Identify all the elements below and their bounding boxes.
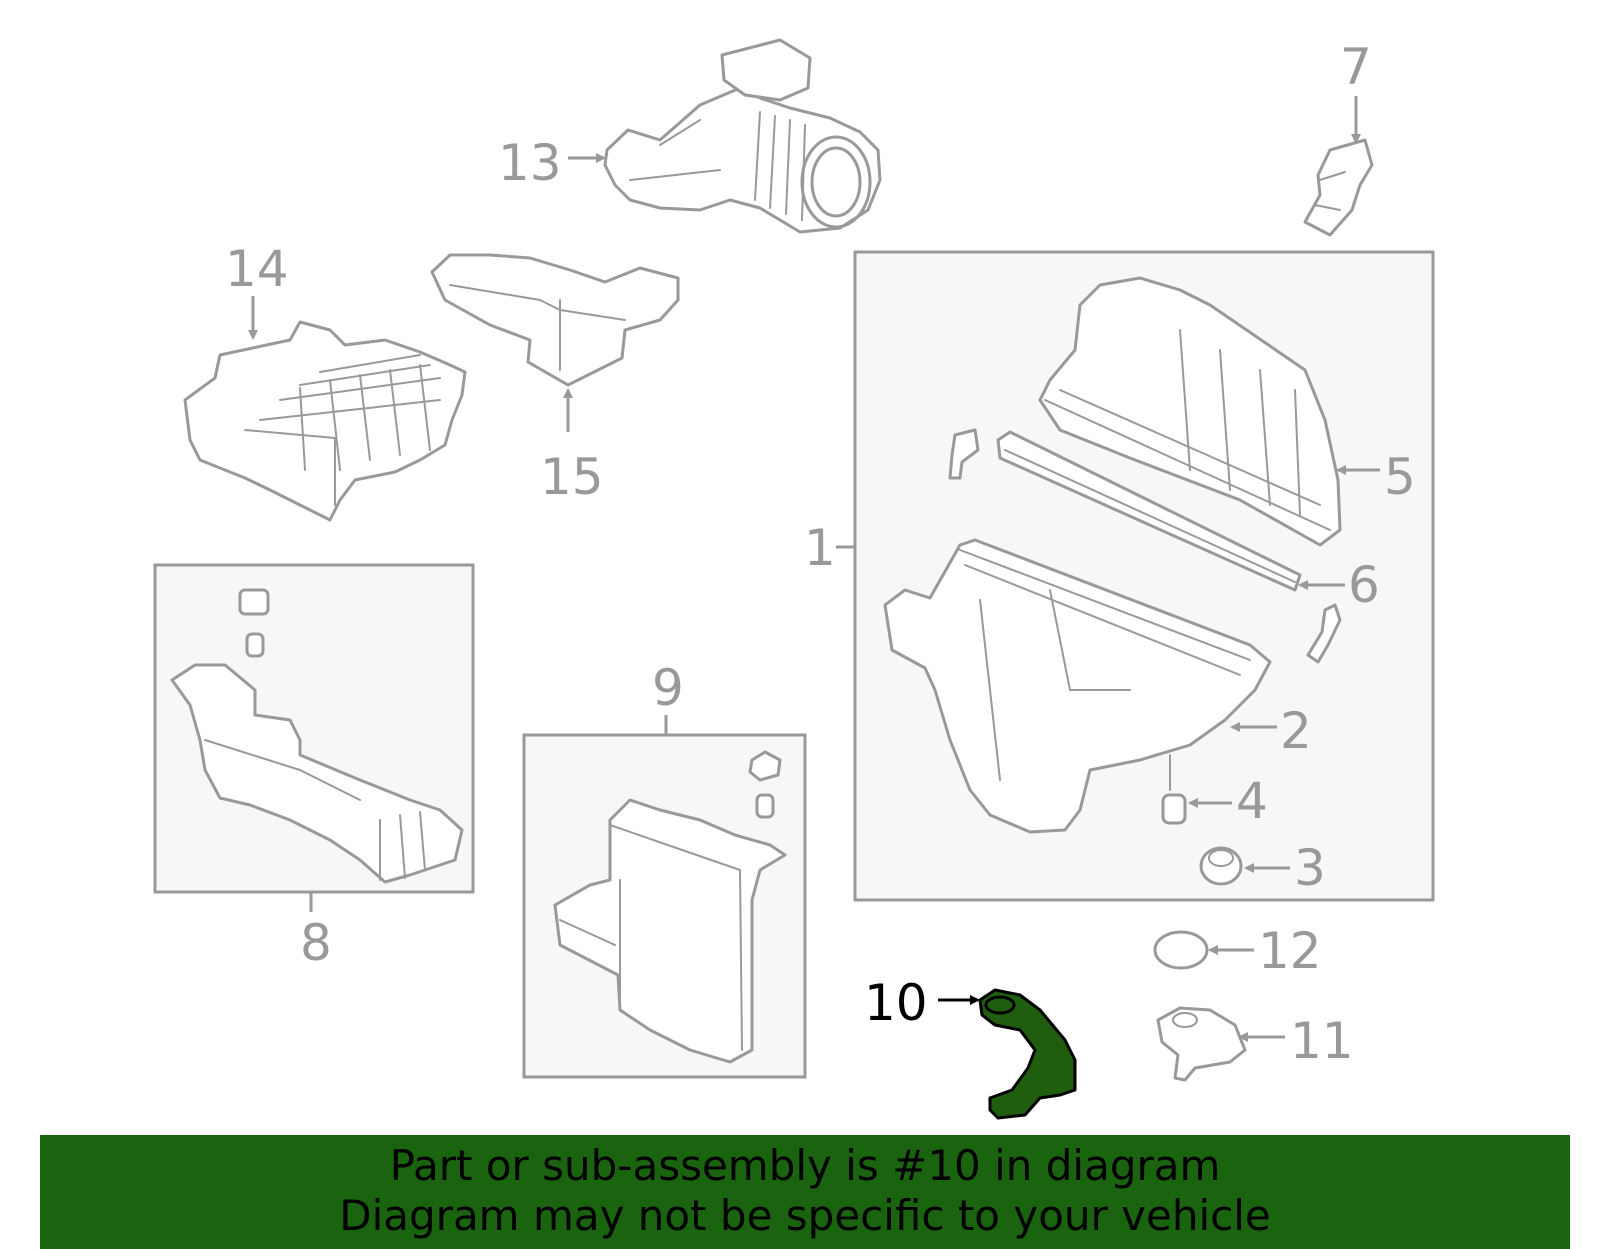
part-3-cushion — [1199, 846, 1243, 886]
callout-14: 14 — [225, 240, 289, 298]
part-2-air-cleaner-case — [883, 538, 1272, 834]
callout-1: 1 — [804, 519, 836, 577]
callout-5: 5 — [1384, 448, 1416, 506]
clip-right — [1306, 603, 1342, 664]
callout-13: 13 — [498, 134, 562, 192]
part-14-air-duct — [183, 320, 467, 522]
part-9-resonator-assembly — [553, 750, 787, 1064]
banner-line-2: Diagram may not be specific to your vehi… — [339, 1191, 1271, 1240]
part-7-sensor — [1303, 138, 1374, 237]
callout-7: 7 — [1340, 38, 1372, 96]
part-8-duct-assembly — [170, 588, 464, 884]
callout-9: 9 — [652, 659, 684, 717]
callout-3: 3 — [1294, 839, 1326, 897]
part-5-filter-cover — [1038, 276, 1342, 547]
clip-left — [948, 428, 980, 480]
part-6-filter-element — [996, 430, 1302, 592]
callout-6: 6 — [1348, 556, 1380, 614]
banner-line-1: Part or sub-assembly is #10 in diagram — [389, 1141, 1221, 1190]
callout-4: 4 — [1236, 772, 1268, 830]
info-banner: Part or sub-assembly is #10 in diagram D… — [40, 1135, 1570, 1249]
callout-2: 2 — [1280, 702, 1312, 760]
part-11-bracket — [1156, 1006, 1247, 1082]
part-4-grommet — [1161, 793, 1187, 825]
callout-15: 15 — [540, 448, 604, 506]
callout-12: 12 — [1258, 922, 1322, 980]
part-12-o-ring — [1153, 930, 1209, 970]
part-13-intake-hose — [603, 38, 882, 234]
part-15-duct — [430, 253, 680, 387]
callout-8: 8 — [300, 914, 332, 972]
callout-11: 11 — [1290, 1012, 1354, 1070]
callout-10: 10 — [864, 974, 928, 1032]
part-10-bracket-highlighted[interactable] — [978, 988, 1077, 1120]
